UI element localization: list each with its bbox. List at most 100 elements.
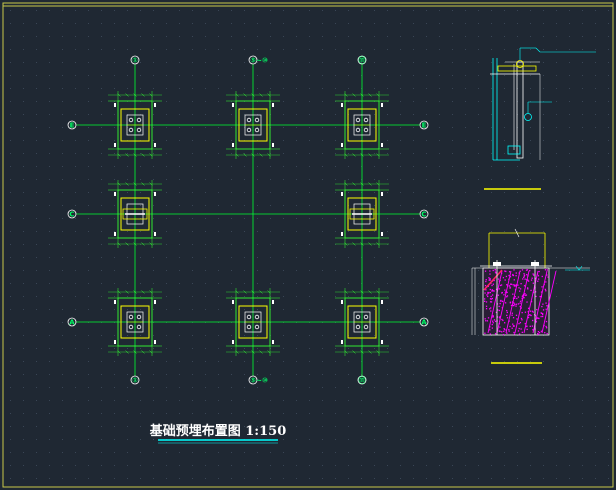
grid-dot bbox=[244, 400, 245, 401]
grid-dot bbox=[296, 192, 297, 193]
grid-dot bbox=[543, 361, 544, 362]
axis-label-row-a-left: A bbox=[69, 319, 75, 327]
grid-dot bbox=[322, 36, 323, 37]
grid-dot bbox=[439, 36, 440, 37]
hatch-dot bbox=[514, 284, 516, 286]
hatch-dot bbox=[526, 328, 528, 331]
dimension-tick bbox=[133, 182, 137, 186]
grid-dot bbox=[270, 387, 271, 388]
grid-dot bbox=[491, 10, 492, 11]
hatch-dot bbox=[499, 330, 501, 332]
grid-dot bbox=[166, 10, 167, 11]
grid-dot bbox=[62, 465, 63, 466]
grid-dot bbox=[192, 283, 193, 284]
grid-dot bbox=[530, 218, 531, 219]
grid-dot bbox=[140, 283, 141, 284]
grid-dot bbox=[257, 452, 258, 453]
grid-dot bbox=[595, 374, 596, 375]
grid-dot bbox=[322, 205, 323, 206]
grid-dot bbox=[270, 413, 271, 414]
grid-dot bbox=[179, 478, 180, 479]
grid-dot bbox=[283, 49, 284, 50]
grid-dot bbox=[452, 49, 453, 50]
grid-dot bbox=[569, 114, 570, 115]
grid-dot bbox=[192, 205, 193, 206]
grid-dot bbox=[569, 439, 570, 440]
grid-dot bbox=[166, 361, 167, 362]
grid-dot bbox=[257, 465, 258, 466]
hatch-dot bbox=[488, 279, 490, 281]
grid-dot bbox=[114, 62, 115, 63]
hatch-dot bbox=[535, 277, 537, 280]
grid-dot bbox=[270, 179, 271, 180]
grid-dot bbox=[322, 296, 323, 297]
grid-dot bbox=[127, 335, 128, 336]
grid-dot bbox=[569, 140, 570, 141]
hatch-dot bbox=[521, 311, 523, 314]
hatch-dot bbox=[491, 290, 493, 292]
grid-dot bbox=[218, 270, 219, 271]
grid-dot bbox=[309, 23, 310, 24]
embed-plate bbox=[120, 197, 150, 231]
grid-dot bbox=[270, 36, 271, 37]
grid-dot bbox=[504, 10, 505, 11]
grid-dot bbox=[335, 179, 336, 180]
grid-dot bbox=[608, 452, 609, 453]
grid-dot bbox=[205, 88, 206, 89]
grid-dot bbox=[582, 426, 583, 427]
grid-dot bbox=[478, 179, 479, 180]
grid-dot bbox=[218, 218, 219, 219]
grid-dot bbox=[309, 62, 310, 63]
dimension-tick bbox=[368, 182, 372, 186]
hatch-dot bbox=[520, 328, 522, 330]
grid-dot bbox=[478, 218, 479, 219]
grid-dot bbox=[36, 426, 37, 427]
grid-dot bbox=[322, 413, 323, 414]
grid-dot bbox=[231, 244, 232, 245]
embed-marker bbox=[154, 192, 156, 196]
grid-dot bbox=[387, 36, 388, 37]
hatch-dot bbox=[540, 315, 542, 318]
grid-dot bbox=[309, 400, 310, 401]
dimension-tick bbox=[360, 290, 364, 294]
grid-dot bbox=[595, 335, 596, 336]
grid-dot bbox=[504, 426, 505, 427]
grid-dot bbox=[504, 244, 505, 245]
grid-dot bbox=[504, 88, 505, 89]
grid-dot bbox=[218, 283, 219, 284]
hatch-dot bbox=[520, 283, 522, 285]
grid-dot bbox=[10, 244, 11, 245]
grid-dot bbox=[179, 335, 180, 336]
axis-label-row-c-left: C bbox=[69, 211, 74, 219]
grid-dot bbox=[582, 309, 583, 310]
grid-dot bbox=[283, 140, 284, 141]
axis-bubble-col-1-bottom bbox=[130, 375, 140, 385]
grid-dot bbox=[426, 478, 427, 479]
grid-dot bbox=[582, 179, 583, 180]
grid-dot bbox=[192, 36, 193, 37]
grid-dot bbox=[569, 153, 570, 154]
grid-dot bbox=[270, 23, 271, 24]
hatch-dot bbox=[495, 311, 498, 314]
dimension-tick bbox=[141, 242, 145, 246]
grid-dot bbox=[205, 75, 206, 76]
grid-dot bbox=[127, 36, 128, 37]
grid-dot bbox=[270, 231, 271, 232]
hatch-dot bbox=[509, 283, 512, 285]
grid-dot bbox=[127, 400, 128, 401]
grid-dot bbox=[309, 205, 310, 206]
grid-dot bbox=[387, 205, 388, 206]
grid-dot bbox=[205, 244, 206, 245]
grid-dot bbox=[166, 205, 167, 206]
grid-dot bbox=[270, 465, 271, 466]
grid-dot bbox=[569, 192, 570, 193]
grid-dot bbox=[296, 426, 297, 427]
grid-dot bbox=[114, 205, 115, 206]
grid-dot bbox=[322, 231, 323, 232]
grid-dot bbox=[504, 257, 505, 258]
hatch-dot bbox=[537, 333, 540, 335]
grid-dot bbox=[465, 49, 466, 50]
embed-plate bbox=[120, 305, 150, 339]
